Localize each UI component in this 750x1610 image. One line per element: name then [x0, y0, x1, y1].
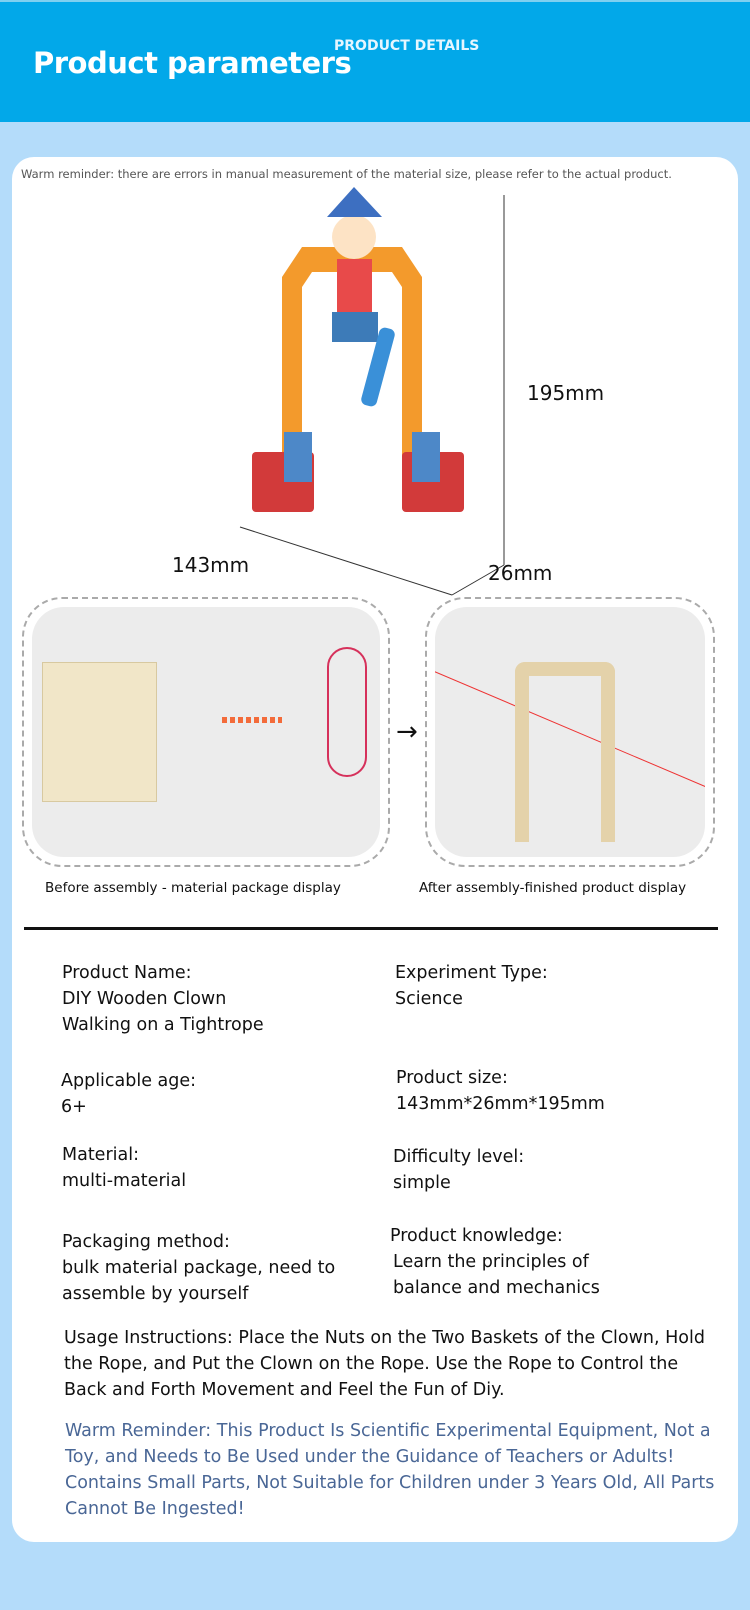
- param-label: Product Name:: [62, 963, 192, 983]
- param-age: Applicable age: 6+: [61, 1068, 196, 1120]
- content-card: Warm reminder: there are errors in manua…: [12, 157, 738, 1542]
- param-value: simple: [393, 1173, 451, 1193]
- param-packaging: Packaging method: bulk material package, …: [62, 1229, 342, 1307]
- param-label: Packaging method:: [62, 1232, 230, 1252]
- param-material: Material: multi-material: [62, 1142, 186, 1194]
- param-label: Product knowledge:: [390, 1226, 563, 1246]
- param-label: Difficulty level:: [393, 1147, 525, 1167]
- depth-dimension: 26mm: [488, 561, 553, 585]
- header-banner: Product parameters PRODUCT DETAILS: [0, 0, 750, 122]
- usage-instructions: Usage Instructions: Place the Nuts on th…: [64, 1328, 705, 1400]
- divider: [24, 927, 718, 930]
- param-value: DIY Wooden Clown Walking on a Tightrope: [62, 989, 264, 1035]
- after-assembly-photo: [425, 597, 715, 867]
- wooden-board-image: [42, 662, 157, 802]
- param-size: Product size: 143mm*26mm*195mm: [396, 1065, 605, 1117]
- param-value: Learn the principles of balance and mech…: [393, 1252, 600, 1298]
- rope-image: [327, 647, 367, 777]
- param-experiment-type: Experiment Type: Science: [395, 960, 548, 1012]
- width-dimension: 143mm: [172, 553, 250, 577]
- param-label: Material:: [62, 1145, 139, 1165]
- param-difficulty: Difficulty level: simple: [393, 1144, 524, 1196]
- param-value: 6+: [61, 1097, 87, 1117]
- wooden-clown-image: [515, 662, 615, 842]
- param-label: Experiment Type:: [395, 963, 548, 983]
- param-value: Science: [395, 989, 463, 1009]
- param-value: multi-material: [62, 1171, 187, 1191]
- after-caption: After assembly-finished product display: [419, 880, 687, 896]
- measurement-reminder: Warm reminder: there are errors in manua…: [21, 167, 672, 181]
- page-subtitle: PRODUCT DETAILS: [334, 38, 480, 54]
- param-label: Product size:: [396, 1068, 508, 1088]
- page-title: Product parameters: [33, 46, 352, 80]
- param-value: bulk material package, need to assemble …: [62, 1258, 336, 1304]
- param-value: 143mm*26mm*195mm: [396, 1094, 605, 1114]
- beads-image: [222, 717, 282, 723]
- clown-product-illustration: [239, 187, 505, 596]
- before-caption: Before assembly - material package displ…: [45, 880, 341, 896]
- safety-warning: Warm Reminder: This Product Is Scientifi…: [65, 1421, 715, 1519]
- height-dimension: 195mm: [527, 381, 605, 405]
- param-knowledge: Product knowledge: Learn the principles o…: [390, 1223, 630, 1301]
- param-label: Applicable age:: [61, 1071, 197, 1091]
- arrow-icon: →: [396, 717, 418, 747]
- param-product-name: Product Name: DIY Wooden Clown Walking on…: [62, 960, 322, 1038]
- before-assembly-photo: [22, 597, 390, 867]
